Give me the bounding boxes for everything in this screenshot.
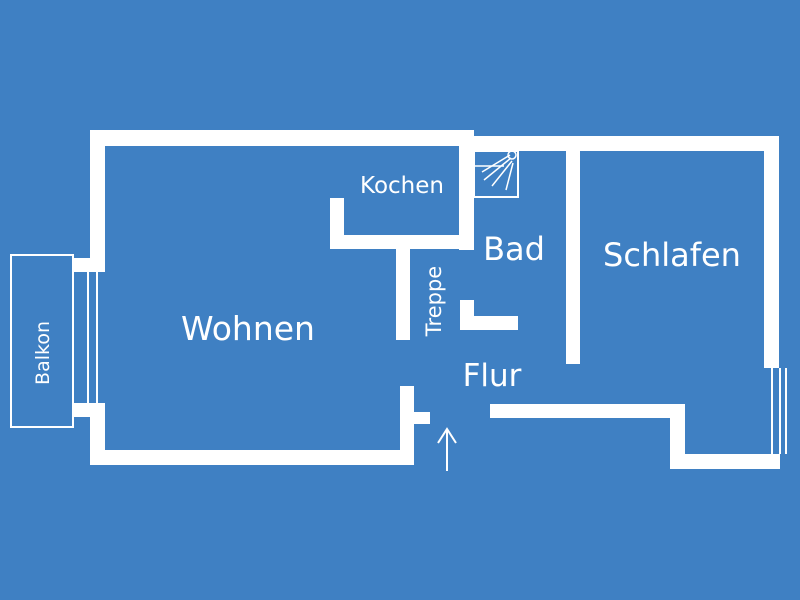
wall-top-right: [460, 136, 778, 151]
label-flur: Flur: [463, 358, 522, 394]
shower-head: [507, 150, 517, 160]
wall-top-left: [90, 130, 474, 146]
shower-icon: [473, 150, 519, 198]
label-bad: Bad: [483, 230, 545, 268]
label-kochen: Kochen: [360, 173, 444, 199]
balcony-outline: [10, 254, 74, 428]
shower-spray-4: [505, 162, 514, 191]
window-stub-top: [74, 258, 105, 272]
left-window: [74, 258, 105, 417]
shower-spray-1: [481, 154, 511, 173]
shower-spray-2: [483, 157, 512, 181]
wall-entrance-stub: [400, 412, 430, 424]
wall-bad-left: [460, 300, 474, 330]
interior-walls: [330, 136, 580, 465]
wall-left-lower: [90, 403, 105, 465]
label-treppe: Treppe: [422, 266, 446, 337]
entrance-arrow-icon: [437, 427, 457, 471]
wall-bad-schlafen: [566, 150, 580, 364]
wall-entrance-left: [400, 386, 414, 465]
wall-kochen-vertical: [459, 136, 474, 250]
right-window: [771, 368, 787, 454]
wall-bad-bottom: [460, 316, 518, 330]
wall-right-jog: [670, 404, 685, 469]
entrance-arrow-head: [437, 427, 457, 444]
wall-flur-bottom: [490, 404, 685, 418]
wall-left-upper: [90, 130, 105, 272]
outer-walls: [90, 130, 780, 469]
shower-spray-3: [491, 160, 513, 187]
label-wohnen: Wohnen: [181, 309, 315, 348]
window-stub-bottom: [74, 403, 105, 417]
label-balkon: Balkon: [32, 321, 54, 385]
wall-right-upper: [764, 136, 779, 368]
wall-bottom-left: [90, 450, 414, 465]
label-schlafen: Schlafen: [603, 236, 741, 274]
shower-box: [473, 150, 519, 198]
wall-bottom-right: [670, 454, 780, 469]
wall-treppe: [396, 235, 410, 340]
